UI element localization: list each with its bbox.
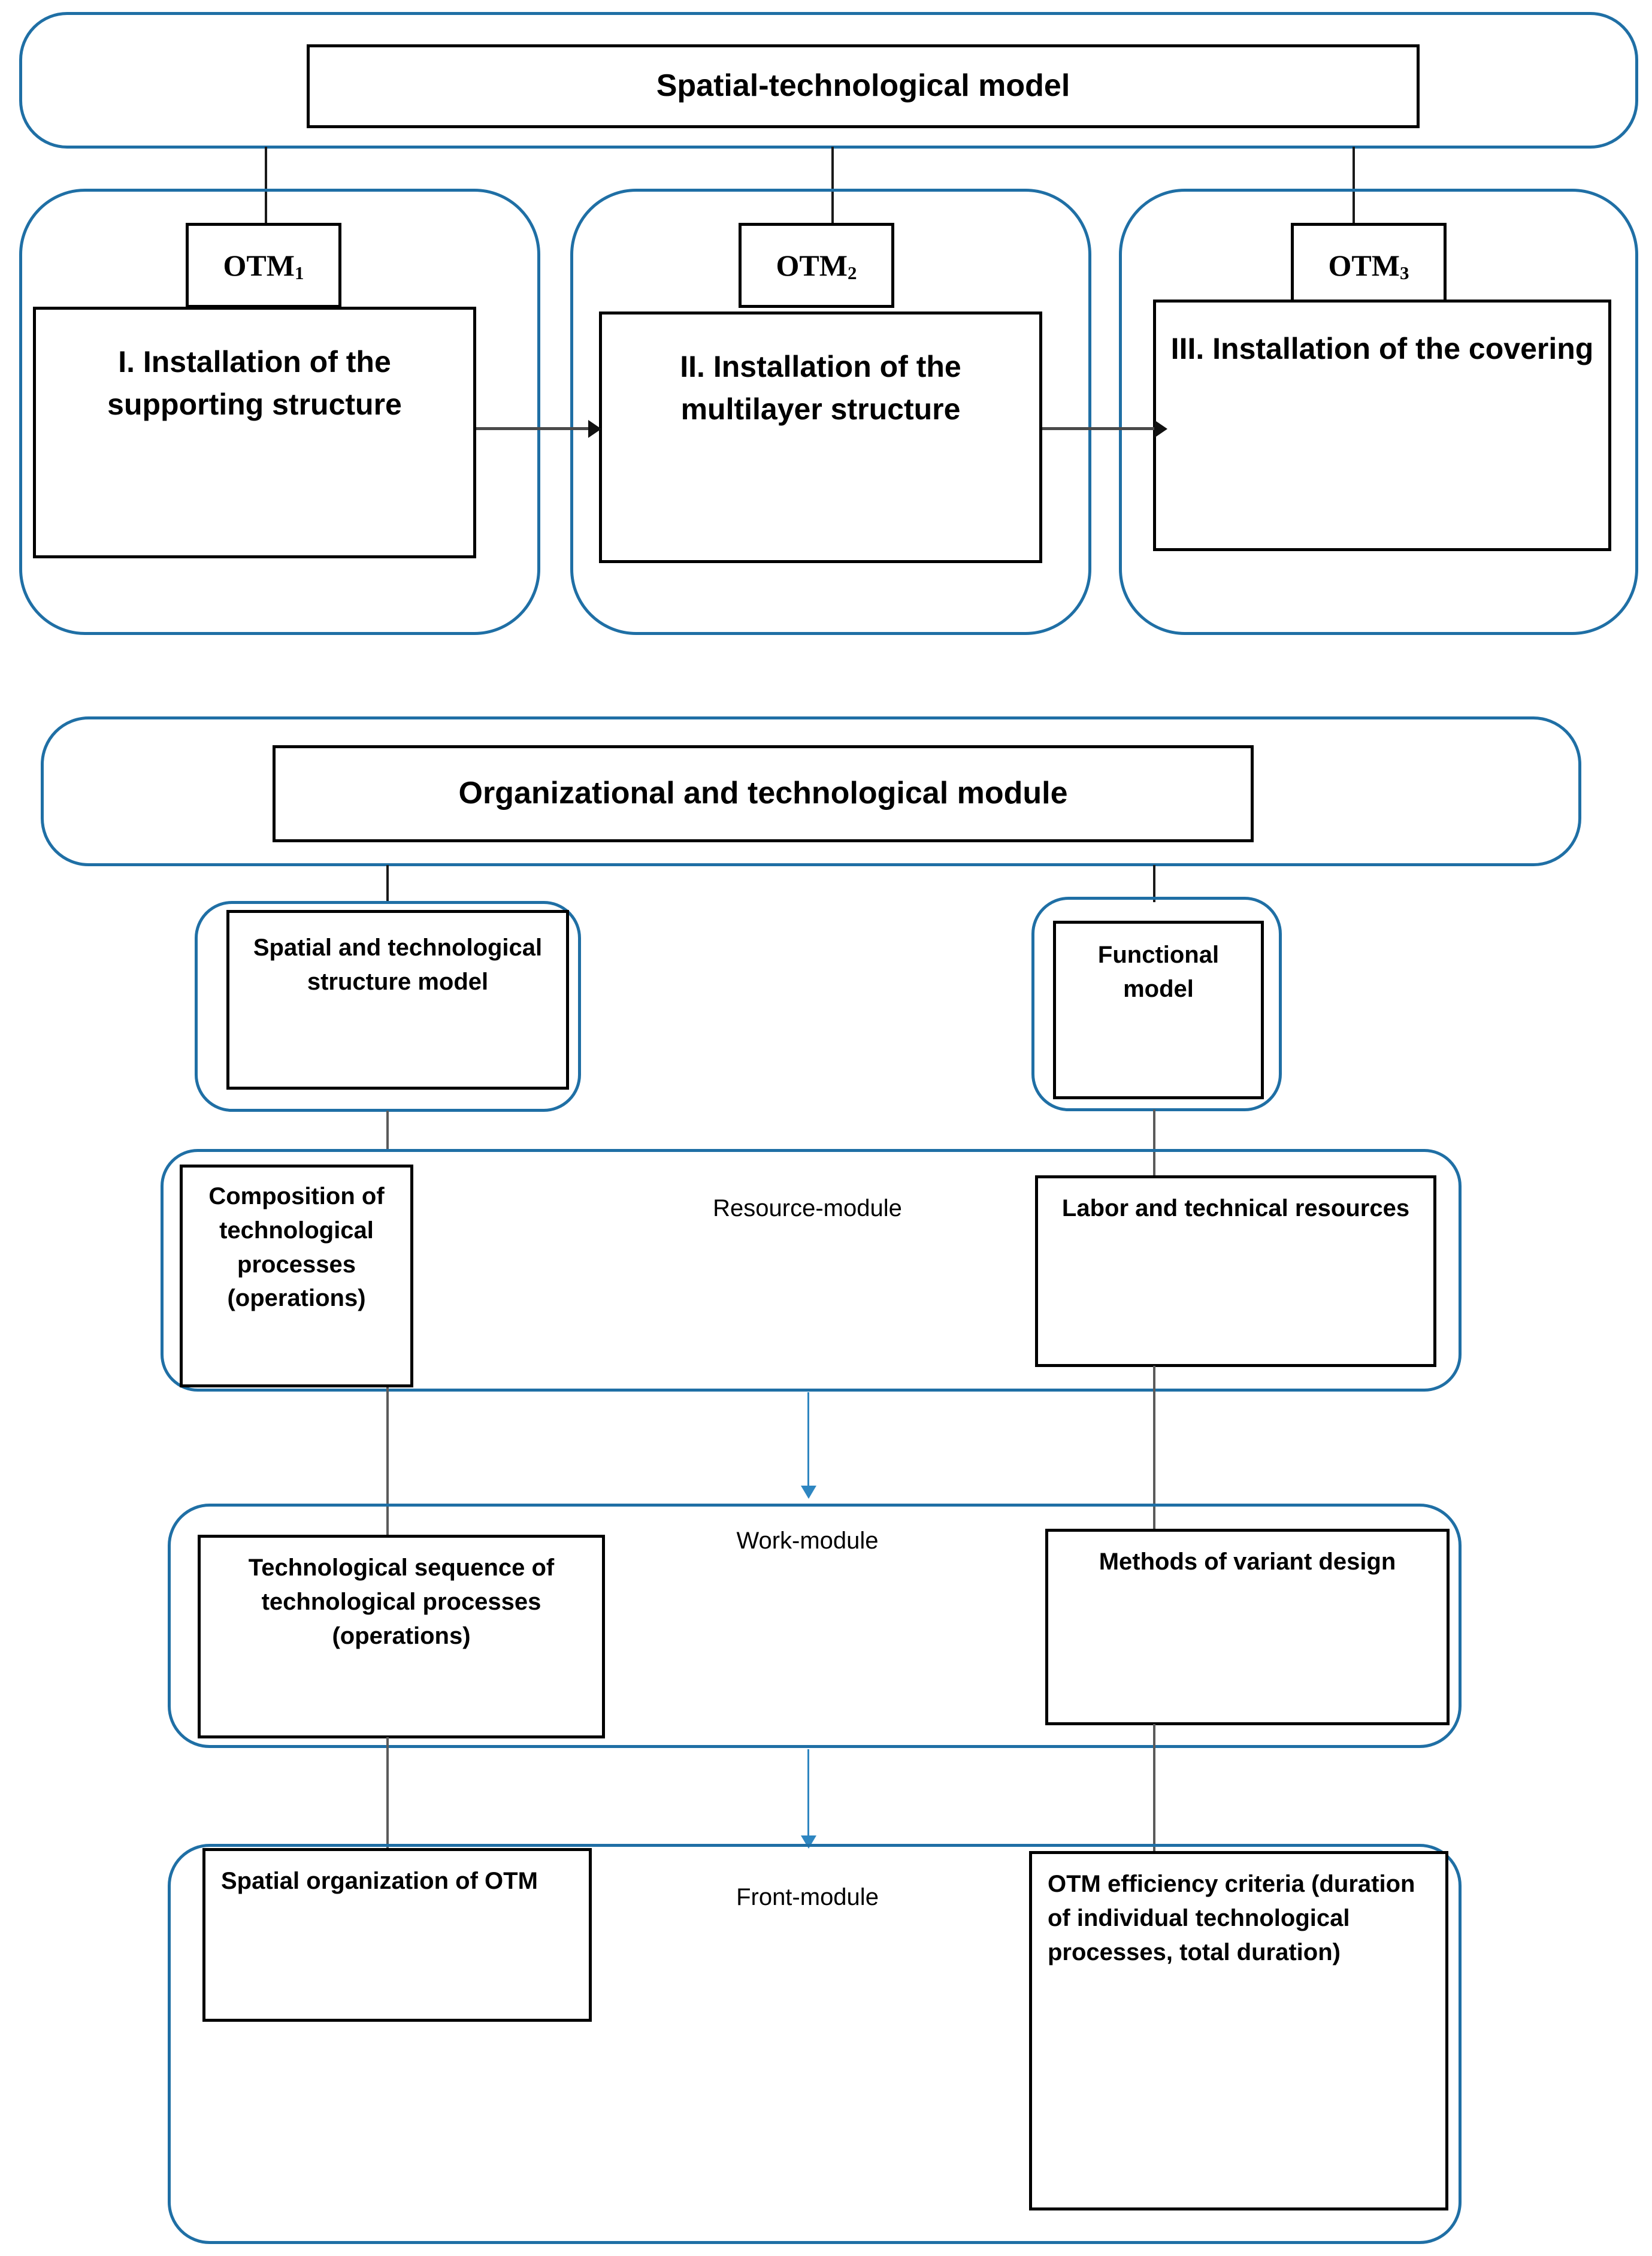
spatial-technological-model-label: Spatial-technological model bbox=[656, 68, 1070, 104]
work-module-left-label: Technological sequence of technological … bbox=[248, 1555, 555, 1649]
stage-label-1: I. Installation of the supporting struct… bbox=[107, 345, 402, 421]
stage-arrow-2-line bbox=[1042, 427, 1156, 430]
work-module-right-box: Methods of variant design bbox=[1045, 1529, 1450, 1725]
stage-box-1: I. Installation of the supporting struct… bbox=[33, 307, 476, 558]
stage-box-2: II. Installation of the multilayer struc… bbox=[599, 312, 1042, 563]
functional-model-label: Functional model bbox=[1097, 942, 1220, 1002]
front-module-name: Front-module bbox=[736, 1884, 879, 1910]
stage-box-3: III. Installation of the covering bbox=[1153, 300, 1611, 551]
stage-group-1 bbox=[19, 189, 540, 635]
work-module-name: Work-module bbox=[736, 1528, 879, 1554]
work-module-left-box: Technological sequence of technological … bbox=[198, 1535, 605, 1738]
otm-tag-box-3: OTM3 bbox=[1291, 223, 1447, 308]
organizational-module-label: Organizational and technological module bbox=[458, 776, 1068, 811]
connector-work-left-down bbox=[386, 1737, 389, 1848]
otm-tag-box-2: OTM2 bbox=[739, 223, 894, 308]
stage-label-2: II. Installation of the multilayer struc… bbox=[680, 350, 961, 426]
blue-arrow-resource-to-work-line bbox=[807, 1392, 809, 1488]
stage-label-3: III. Installation of the covering bbox=[1170, 332, 1594, 365]
stage-arrow-2-head bbox=[1154, 420, 1167, 438]
front-module-right-box: OTM efficiency criteria (duration of ind… bbox=[1029, 1851, 1448, 2210]
connector-work-right-down bbox=[1153, 1724, 1155, 1851]
functional-model-box: Functional model bbox=[1053, 921, 1264, 1099]
otm-tag-subscript-1: 1 bbox=[294, 262, 304, 284]
otm-tag-label-3: OTM3 bbox=[1328, 248, 1409, 284]
connector-resource-left-down bbox=[386, 1387, 389, 1544]
resource-module-left-box: Composition of technological processes (… bbox=[180, 1165, 413, 1387]
resource-module-right-box: Labor and technical resources bbox=[1035, 1175, 1436, 1367]
connector-functional-model-to-resource bbox=[1153, 1109, 1155, 1210]
spatial-structure-model-group bbox=[195, 901, 581, 1112]
blue-arrow-resource-to-work-head bbox=[801, 1486, 816, 1499]
stage-group-3 bbox=[1119, 189, 1638, 635]
otm-tag-label-1: OTM1 bbox=[223, 248, 304, 284]
spatial-technological-model-box: Spatial-technological model bbox=[307, 44, 1420, 128]
otm-tag-subscript-2: 2 bbox=[847, 262, 857, 284]
organizational-module-box: Organizational and technological module bbox=[273, 745, 1254, 842]
connector-resource-right-down bbox=[1153, 1366, 1155, 1538]
front-module-left-label: Spatial organization of OTM bbox=[221, 1868, 538, 1894]
work-module-group bbox=[168, 1504, 1462, 1748]
stage-arrow-1-head bbox=[588, 420, 601, 438]
stage-arrow-1-line bbox=[476, 427, 590, 430]
organizational-module-group bbox=[41, 716, 1581, 866]
front-module-group bbox=[168, 1844, 1462, 2244]
resource-module-right-label: Labor and technical resources bbox=[1061, 1195, 1410, 1221]
connector-module-to-functional-model bbox=[1153, 865, 1155, 902]
resource-module-name: Resource-module bbox=[713, 1195, 902, 1221]
connector-module-to-spatial-model bbox=[386, 865, 389, 902]
resource-module-group bbox=[161, 1149, 1462, 1392]
spatial-structure-model-box: Spatial and technological structure mode… bbox=[226, 910, 569, 1090]
spatial-technological-model-group bbox=[19, 12, 1638, 149]
resource-module-left-label: Composition of technological processes (… bbox=[208, 1183, 385, 1312]
stage-group-2 bbox=[570, 189, 1091, 635]
spatial-structure-model-label: Spatial and technological structure mode… bbox=[253, 935, 543, 995]
otm-tag-box-1: OTM1 bbox=[186, 223, 341, 308]
otm-tag-subscript-3: 3 bbox=[1399, 262, 1409, 284]
front-module-right-label: OTM efficiency criteria (duration of ind… bbox=[1048, 1871, 1415, 1965]
blue-arrow-work-to-front-line bbox=[807, 1749, 809, 1838]
connector-spatial-model-to-resource bbox=[386, 1111, 389, 1151]
work-module-right-label: Methods of variant design bbox=[1099, 1549, 1396, 1575]
front-module-left-box: Spatial organization of OTM bbox=[202, 1848, 592, 2022]
otm-tag-label-2: OTM2 bbox=[776, 248, 857, 284]
functional-model-group bbox=[1031, 897, 1282, 1111]
